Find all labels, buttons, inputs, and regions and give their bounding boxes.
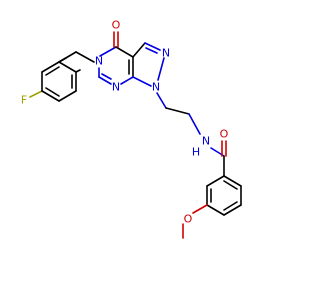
bond-c4-c3a bbox=[115, 46, 134, 58]
ring-n5-label: N bbox=[95, 55, 103, 68]
ring-carbonyl-oxygen-label: O bbox=[112, 19, 121, 32]
pyrazole-n2-label: N bbox=[162, 47, 170, 60]
bond-mphenyl-4 bbox=[223, 204, 242, 216]
bond-n2-n1 bbox=[157, 57, 165, 81]
molecule-structure-diagram: F O N N N N N H O O bbox=[21, 19, 242, 239]
pyrazole-n1-label: N bbox=[152, 81, 160, 94]
amide-nitrogen-label: N bbox=[202, 135, 210, 148]
fluorine-atom-label: F bbox=[21, 94, 27, 107]
bond-n7-c6-inner bbox=[101, 73, 112, 80]
bond-ch2-ch2 bbox=[165, 107, 190, 115]
bond-n5-c4 bbox=[99, 46, 117, 57]
bond-f-c bbox=[29, 90, 43, 98]
methoxy-oxygen-label: O bbox=[184, 213, 193, 226]
bond-fphenyl-3 bbox=[58, 61, 77, 73]
bond-mphenyl-6 bbox=[223, 175, 242, 187]
atom-label-layer: F O N N N N N H O O bbox=[21, 19, 229, 226]
bond-c3a-c3 bbox=[132, 42, 146, 58]
bond-n1-ch2 bbox=[156, 92, 167, 109]
bond-c7a-n7 bbox=[120, 76, 134, 85]
bond-c3-n2-inner bbox=[145, 47, 158, 54]
bond-mphenyl-4-inner bbox=[223, 201, 238, 211]
bond-fphenyl-6-inner bbox=[45, 87, 60, 97]
bond-layer bbox=[29, 31, 242, 239]
bond-c3-n2 bbox=[144, 42, 161, 51]
bond-ring-to-ch2 bbox=[58, 51, 77, 63]
bond-ring-ome bbox=[192, 204, 208, 214]
bond-mphenyl-6-inner bbox=[223, 180, 238, 190]
pyrimidine-n7-label: N bbox=[112, 81, 120, 94]
bond-ch2-nh bbox=[188, 113, 201, 135]
bond-fphenyl-2 bbox=[41, 61, 60, 73]
bond-n1-c7a bbox=[132, 76, 152, 87]
bond-fphenyl-5 bbox=[58, 90, 77, 102]
amide-hydrogen-label: H bbox=[192, 146, 200, 159]
bond-fphenyl-2-inner bbox=[45, 66, 60, 76]
bond-mphenyl-3 bbox=[206, 204, 225, 216]
bond-mphenyl-1 bbox=[206, 175, 225, 187]
bond-n7-c6 bbox=[98, 76, 112, 85]
bond-fphenyl-6 bbox=[41, 90, 60, 102]
amide-oxygen-label: O bbox=[220, 128, 229, 141]
bond-ch2-to-n5 bbox=[75, 51, 95, 63]
bond-ch2-chain bbox=[75, 69, 81, 73]
